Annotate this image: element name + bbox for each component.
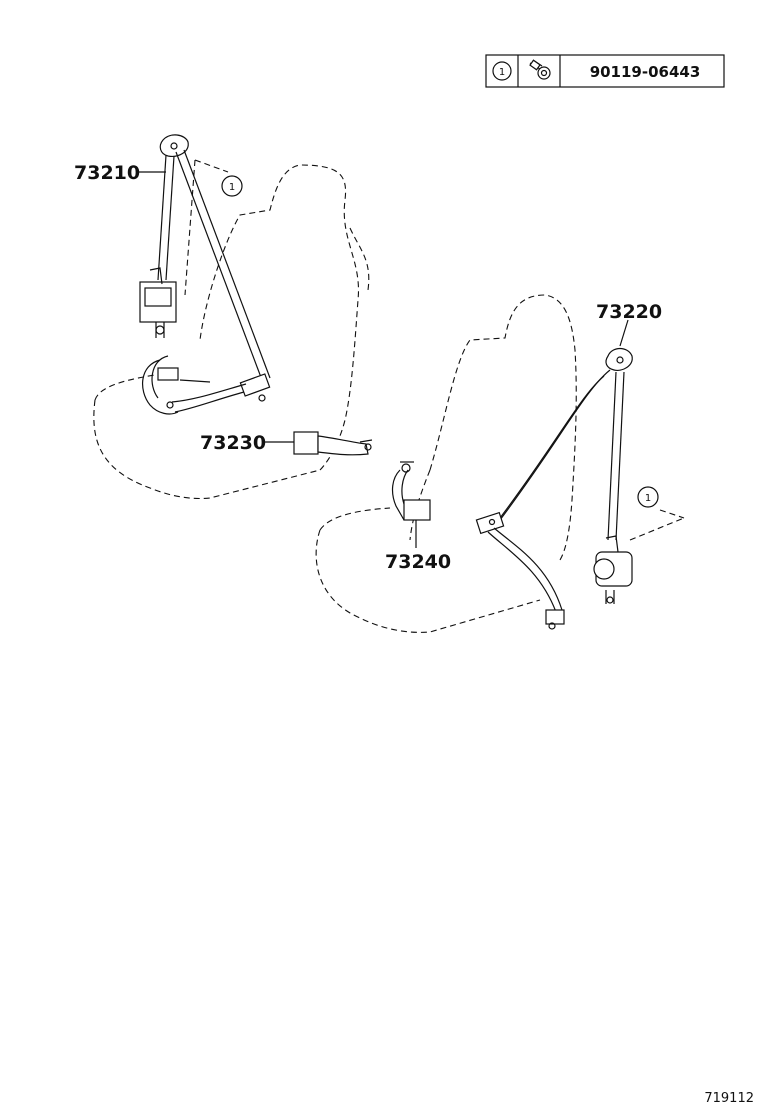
parts-table-part-number: 90119-06443: [590, 63, 701, 81]
left-inner-buckle: [293, 431, 373, 456]
right-belt-assembly: [475, 347, 685, 630]
right-seat-outline: [315, 294, 577, 633]
callout-73240: 73240: [385, 551, 451, 573]
ref-circle-left: 1: [221, 175, 243, 197]
parts-table-ref: 1: [499, 67, 505, 78]
bolt-icon: [529, 59, 551, 80]
callout-73230: 73230: [200, 432, 266, 454]
ref-left-label: 1: [229, 182, 235, 193]
left-belt-assembly: [139, 134, 271, 415]
right-inner-buckle: [391, 461, 431, 521]
parts-table: 1 90119-06443: [485, 54, 725, 88]
ref-right-label: 1: [645, 493, 651, 504]
ref-circle-right: 1: [637, 486, 659, 508]
callout-73210: 73210: [74, 162, 140, 184]
figure-id: 719112: [704, 1091, 754, 1106]
callout-73220: 73220: [596, 301, 662, 323]
leader-73220: [619, 319, 629, 347]
